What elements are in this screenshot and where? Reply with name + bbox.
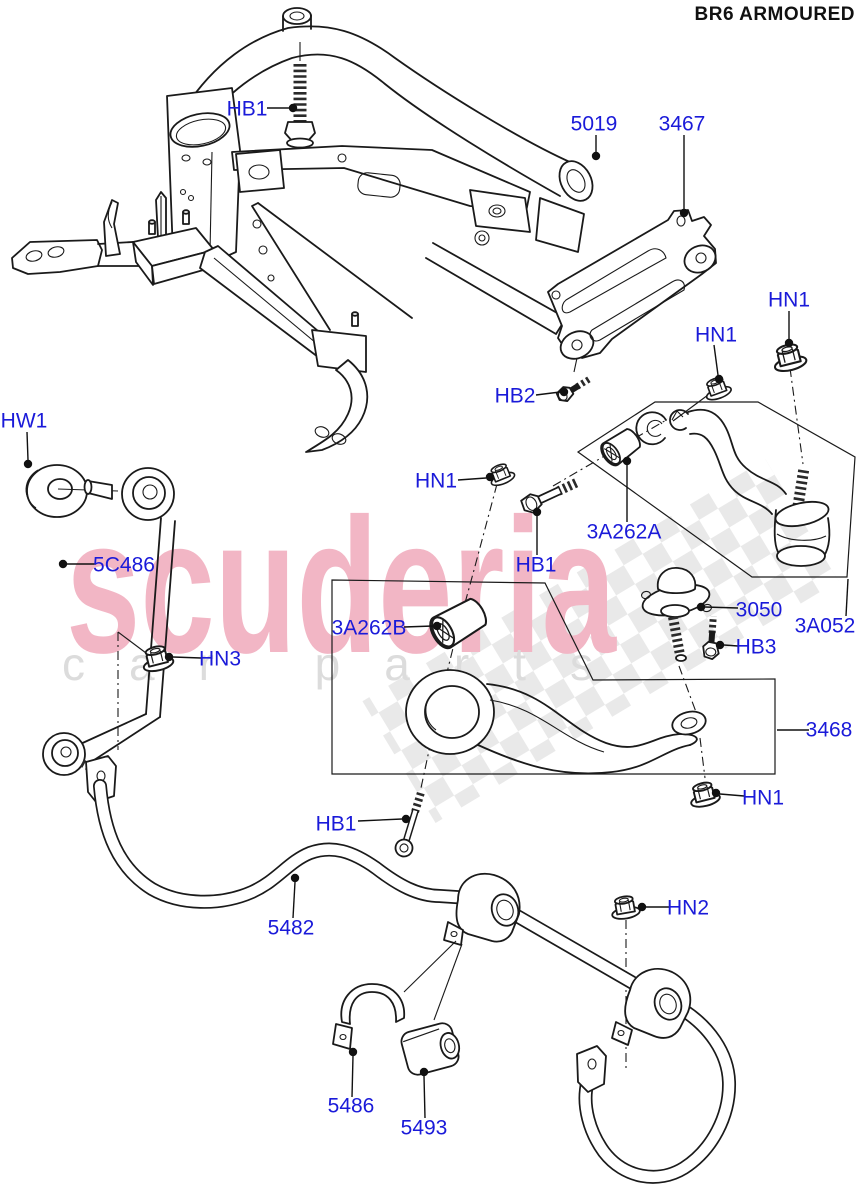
bolt-hb2 bbox=[555, 375, 592, 402]
part-label-3a052: 3A052 bbox=[795, 578, 856, 638]
part-label-hn1: HN1 bbox=[768, 289, 810, 348]
svg-text:3050: 3050 bbox=[736, 599, 783, 622]
ball-joint-3050-drawing bbox=[640, 567, 713, 662]
svg-text:HB2: HB2 bbox=[495, 385, 536, 408]
svg-text:HN2: HN2 bbox=[667, 897, 709, 920]
part-label-5019: 5019 bbox=[571, 113, 618, 161]
svg-text:HN3: HN3 bbox=[199, 648, 241, 671]
part-label-5482: 5482 bbox=[268, 873, 315, 940]
svg-text:5486: 5486 bbox=[328, 1095, 375, 1118]
svg-text:3A262A: 3A262A bbox=[587, 521, 662, 544]
svg-text:HB1: HB1 bbox=[227, 98, 268, 121]
axis-hb1-through-3a262a bbox=[552, 418, 669, 487]
svg-text:5482: 5482 bbox=[268, 917, 315, 940]
bolt-hb1-top bbox=[284, 42, 316, 149]
svg-text:HN1: HN1 bbox=[695, 324, 737, 347]
upper-control-arm-drawing bbox=[600, 408, 831, 567]
skid-plate-drawing bbox=[547, 209, 717, 373]
svg-text:3A052: 3A052 bbox=[795, 615, 856, 638]
svg-text:HW1: HW1 bbox=[1, 410, 48, 433]
page-title: BR6 ARMOURED bbox=[694, 4, 855, 25]
part-label-hw1: HW1 bbox=[1, 410, 48, 469]
svg-text:HN1: HN1 bbox=[415, 470, 457, 493]
svg-text:3467: 3467 bbox=[659, 113, 706, 136]
part-label-3467: 3467 bbox=[659, 113, 706, 218]
part-label-hn1: HN1 bbox=[695, 324, 737, 384]
svg-text:HB1: HB1 bbox=[516, 554, 557, 577]
svg-text:HB1: HB1 bbox=[316, 813, 357, 836]
stabilizer-bar-drawing bbox=[93, 779, 737, 1184]
axis-hn1-to-3a052 bbox=[789, 367, 804, 465]
subframe-crossmember-drawing bbox=[11, 7, 594, 453]
part-label-5486: 5486 bbox=[328, 1047, 375, 1118]
lower-arm-box bbox=[331, 579, 776, 775]
part-label-hn3: HN3 bbox=[164, 648, 241, 671]
svg-text:5493: 5493 bbox=[401, 1117, 448, 1140]
part-label-hb1: HB1 bbox=[516, 507, 557, 577]
bolt-hb1-bottom bbox=[394, 791, 425, 858]
part-label-3a262a: 3A262A bbox=[587, 456, 662, 544]
part-label-hb1: HB1 bbox=[316, 813, 411, 836]
part-label-hb3: HB3 bbox=[715, 636, 777, 659]
part-label-3a262b: 3A262B bbox=[332, 617, 442, 640]
part-label-5c486: 5C486 bbox=[58, 554, 155, 577]
svg-text:HB3: HB3 bbox=[736, 636, 777, 659]
nut-hn2 bbox=[608, 893, 642, 922]
part-label-hn1: HN1 bbox=[711, 787, 784, 810]
svg-text:HN1: HN1 bbox=[742, 787, 784, 810]
axis-arm-to-hn1 bbox=[699, 737, 706, 779]
part-label-3468: 3468 bbox=[777, 719, 852, 742]
part-label-5493: 5493 bbox=[401, 1067, 448, 1140]
part-label-hb1: HB1 bbox=[227, 98, 298, 121]
part-label-hb2: HB2 bbox=[495, 385, 569, 408]
axis-3050-to-arm bbox=[678, 665, 697, 713]
svg-text:3A262B: 3A262B bbox=[332, 617, 407, 640]
part-label-hn1: HN1 bbox=[415, 470, 495, 493]
stabilizer-link-drawing bbox=[25, 464, 176, 803]
svg-text:HN1: HN1 bbox=[768, 289, 810, 312]
svg-text:5019: 5019 bbox=[571, 113, 618, 136]
svg-text:3468: 3468 bbox=[806, 719, 853, 742]
upper-arm-box bbox=[576, 401, 856, 578]
bolt-hb1-mid bbox=[520, 477, 581, 514]
part-label-3050: 3050 bbox=[696, 599, 783, 622]
svg-text:5C486: 5C486 bbox=[93, 554, 155, 577]
lower-control-arm-drawing bbox=[405, 597, 707, 775]
part-label-hn2: HN2 bbox=[637, 897, 709, 920]
